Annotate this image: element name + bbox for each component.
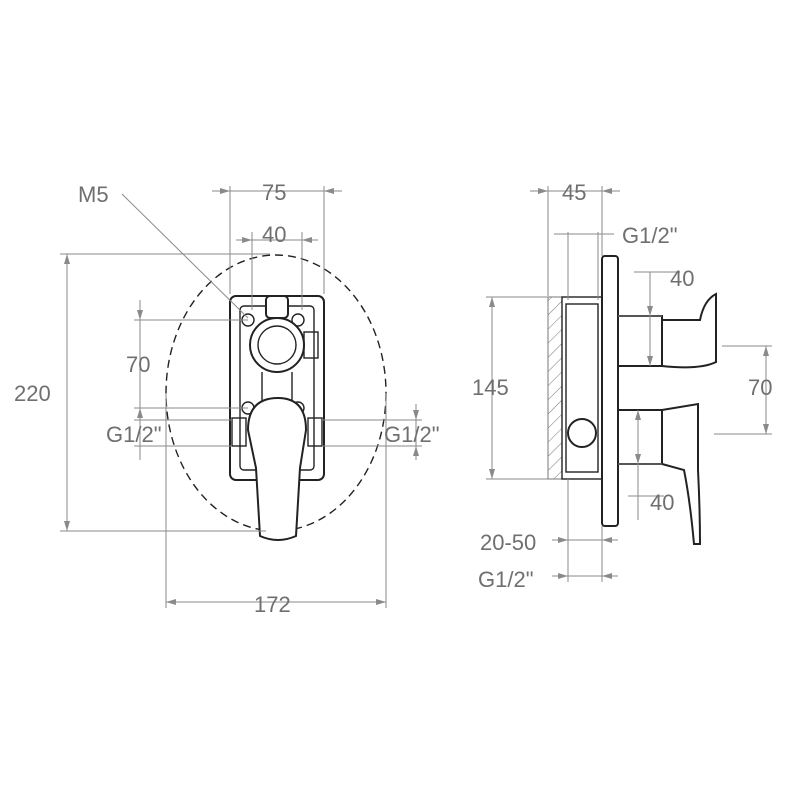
label-range-20-50: 20-50 (480, 530, 536, 555)
label-thread-left: G1/2" (106, 422, 162, 447)
label-height-145: 145 (472, 375, 509, 400)
label-thread-top: G1/2" (622, 223, 678, 248)
lever-handle (246, 396, 308, 541)
screw-hole-top-right (291, 313, 305, 327)
label-depth-45: 45 (562, 180, 586, 205)
label-width-172: 172 (254, 592, 291, 617)
label-height-70: 70 (126, 352, 150, 377)
front-view: M5 75 40 220 70 G1/2" G1/2" 172 (14, 180, 440, 617)
diverter-body (265, 295, 289, 319)
label-handle-40-top: 40 (670, 266, 694, 291)
label-handle-70: 70 (748, 375, 772, 400)
box-body-side (561, 296, 603, 480)
label-handle-40-bottom: 40 (650, 490, 674, 515)
wall-section (547, 296, 563, 480)
label-width-75: 75 (262, 180, 286, 205)
label-m5: M5 (78, 182, 109, 207)
inlet-port-left (231, 417, 247, 447)
label-thread-bottom: G1/2" (478, 567, 534, 592)
inlet-circle (567, 418, 597, 448)
diverter-knob-side (617, 315, 663, 367)
label-thread-right: G1/2" (384, 422, 440, 447)
inlet-port-right (307, 417, 323, 447)
side-view: 45 G1/2" 40 145 70 40 20-50 G1/2" (472, 180, 772, 592)
label-height-220: 220 (14, 381, 51, 406)
side-port-right (303, 331, 319, 359)
diverter-inner-ring (257, 325, 297, 365)
label-width-40: 40 (262, 222, 286, 247)
cover-plate-side (601, 255, 619, 527)
